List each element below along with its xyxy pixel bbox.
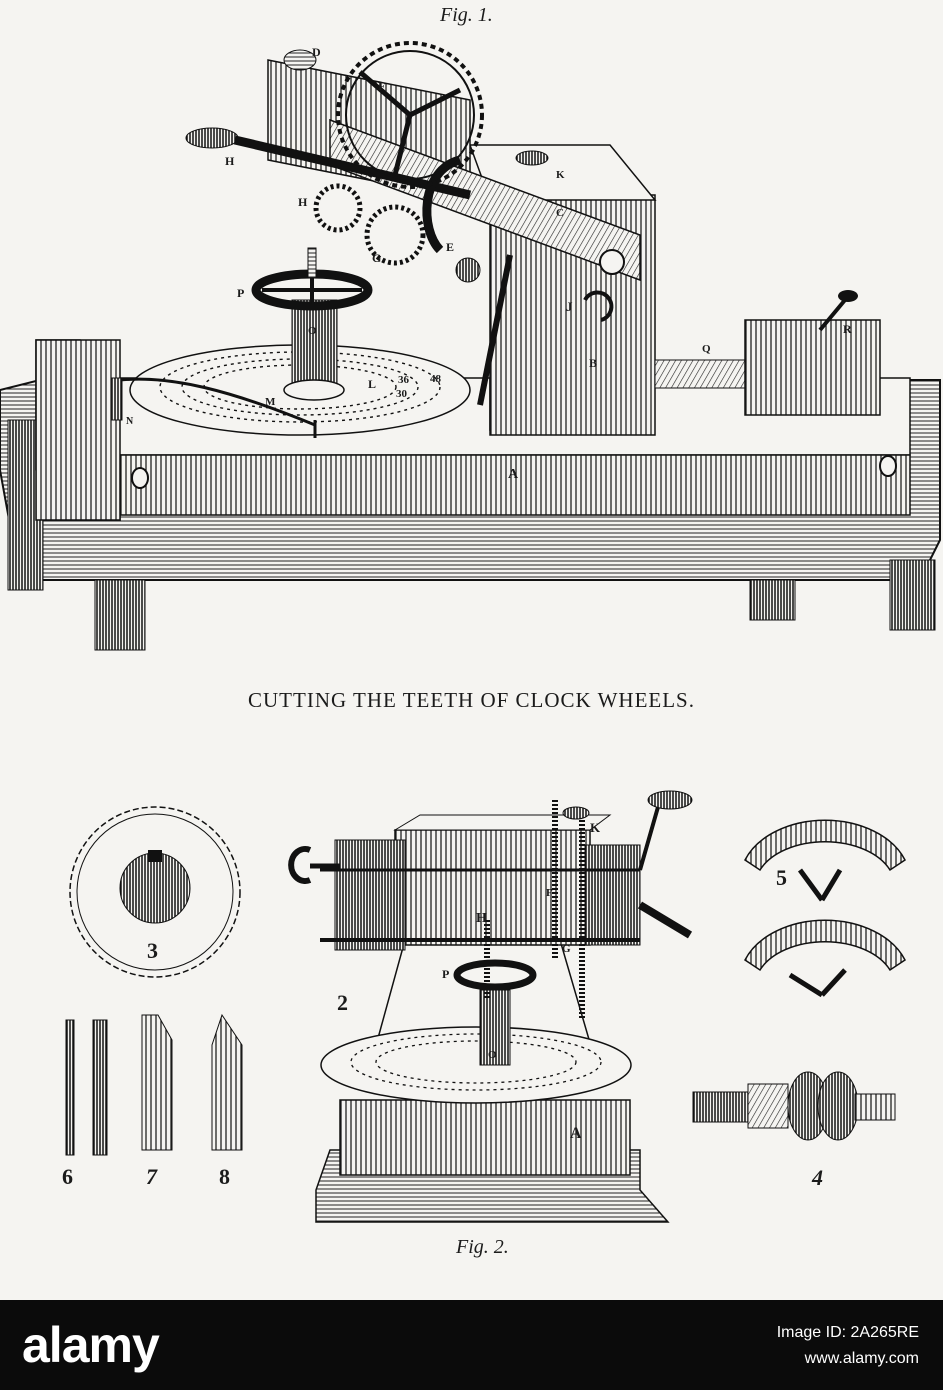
fig1-machine	[0, 41, 941, 651]
fig2-letter-labels: K H F G P O A	[442, 820, 601, 1142]
fig1-label-p: P	[237, 286, 244, 300]
part-number-6: 6	[62, 1164, 73, 1189]
fig2-label-a: A	[570, 1125, 582, 1142]
fig1-label-b: B	[589, 356, 597, 370]
fig1-label-k: K	[556, 169, 565, 181]
fig1-label-h-gear: H	[298, 195, 308, 209]
fig1-number-36: 36	[398, 374, 410, 386]
fig2-caption: Fig. 2.	[456, 1236, 509, 1258]
fig1-label-l: L	[368, 377, 376, 391]
fig2-label-h: H	[476, 911, 487, 926]
fig1-label-c: C	[556, 207, 564, 219]
fig2-label-k: K	[590, 820, 601, 835]
fig1-label-f: F	[378, 79, 385, 93]
part-number-4: 4	[811, 1165, 823, 1190]
fig1-caption: Fig. 1.	[440, 4, 493, 26]
part-number-8: 8	[219, 1164, 230, 1189]
fig2-label-g: G	[562, 943, 571, 955]
fig1-label-a: A	[508, 467, 519, 482]
fig2-label-f: F	[546, 887, 553, 899]
fig1-label-j: J	[566, 299, 573, 314]
fig1-label-q: Q	[702, 343, 711, 355]
part-number-2: 2	[337, 990, 348, 1015]
fig1-letter-labels: D F H H K C G E J B P O L M N A Q R 36 3…	[126, 45, 852, 482]
site-url-text: www.alamy.com	[804, 1350, 919, 1367]
stock-footer-bar	[0, 1300, 943, 1390]
fig1-number-30: 30	[396, 388, 408, 400]
fig1-label-e: E	[446, 240, 454, 254]
part-numbers: 3 2 4 5 6 7 8	[62, 865, 823, 1190]
fig2-label-o: O	[488, 1049, 497, 1061]
image-id-text: Image ID: 2A265RE	[776, 1324, 919, 1341]
fig2-machine	[288, 790, 693, 1223]
part3-cutter-wheel	[69, 806, 241, 978]
fig1-label-g: G	[372, 251, 381, 265]
fig1-label-o: O	[308, 325, 317, 337]
fig1-label-r: R	[843, 322, 852, 336]
fig2-label-p: P	[442, 967, 449, 981]
fig1-label-d: D	[312, 45, 321, 59]
part-number-7: 7	[146, 1164, 158, 1189]
parts-6-7-8-tools	[65, 1013, 243, 1156]
engraving-illustration: D F H H K C G E J B P O L M N A Q R 36 3…	[0, 41, 941, 1223]
part4-arbor	[692, 1071, 896, 1141]
part5-gear-segments	[744, 819, 906, 998]
fig1-label-h-handle: H	[225, 154, 235, 168]
part-number-3: 3	[147, 938, 158, 963]
fig1-label-m: M	[265, 396, 276, 408]
fig1-label-n: N	[126, 416, 134, 427]
part-number-5: 5	[776, 865, 787, 890]
plate-title: CUTTING THE TEETH OF CLOCK WHEELS.	[248, 688, 695, 712]
stock-logo: alamy	[22, 1317, 160, 1373]
fig1-number-48: 48	[430, 373, 442, 385]
stock-image-info: Image ID: 2A265RE www.alamy.com	[777, 1320, 919, 1372]
